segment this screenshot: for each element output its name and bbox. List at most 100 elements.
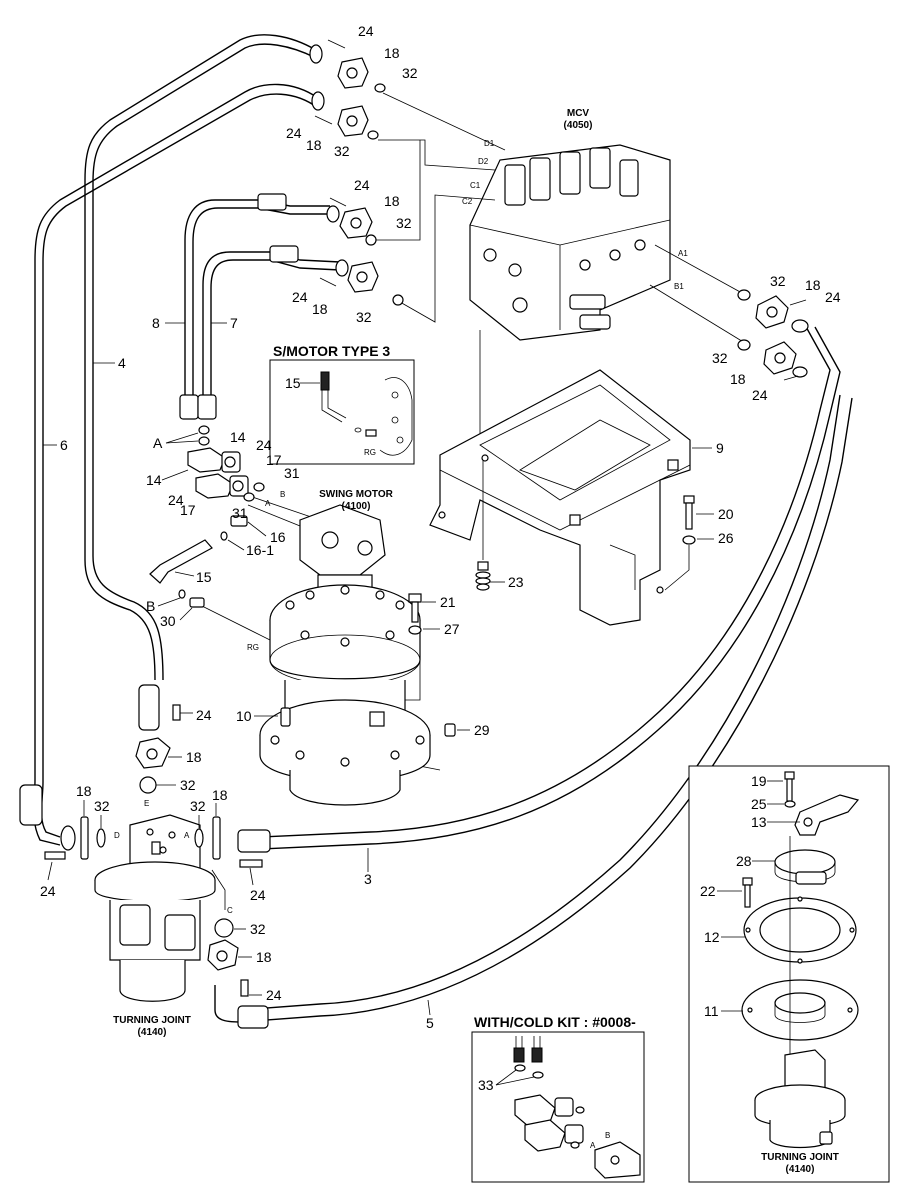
label-18-a: 18 [384, 45, 400, 61]
label-32-l: 32 [250, 921, 266, 937]
port-a1: A1 [678, 249, 688, 258]
flange-group-5: 32 18 24 [737, 273, 841, 333]
label-18-f: 18 [730, 371, 746, 387]
label-24-f: 24 [752, 387, 768, 403]
inset-smotor-type3: RG [269, 359, 415, 465]
label-13: 13 [751, 814, 767, 830]
label-10: 10 [236, 708, 252, 724]
label-32-d: 32 [356, 309, 372, 325]
inset-rg-label: RG [364, 448, 376, 457]
label-24-k: 24 [250, 887, 266, 903]
plug-29 [444, 723, 456, 737]
label-7: 7 [230, 315, 238, 331]
inset-cold-kit: B A [471, 1031, 645, 1183]
hose-7 [197, 245, 341, 420]
port-rg-motor: RG [247, 643, 259, 652]
label-23: 23 [508, 574, 524, 590]
hose-5 [214, 394, 853, 1029]
label-16: 16 [270, 529, 286, 545]
port-a-tj: A [184, 831, 190, 840]
label-27: 27 [444, 621, 460, 637]
flange-group-3: 24 18 32 [326, 177, 412, 246]
label-24-e: 24 [825, 289, 841, 305]
label-15-b: 15 [196, 569, 212, 585]
label-5: 5 [426, 1015, 434, 1031]
port-e: E [144, 799, 149, 808]
label-17-a: 17 [266, 452, 282, 468]
label-24-h: 24 [168, 492, 184, 508]
label-24-j: 24 [40, 883, 56, 899]
turning-joint-name: TURNING JOINT [113, 1015, 191, 1026]
swing-motor-fittings [149, 425, 265, 608]
port-b-coldkit: B [605, 1131, 610, 1140]
label-24-g: 24 [256, 437, 272, 453]
label-20: 20 [718, 506, 734, 522]
bolt-21 [408, 593, 422, 623]
label-30: 30 [160, 613, 176, 629]
mcv-name: MCV [567, 108, 590, 119]
label-28: 28 [736, 853, 752, 869]
label-18-i: 18 [186, 749, 202, 765]
tj-right-fittings [194, 816, 263, 868]
label-31-b: 31 [232, 505, 248, 521]
swing-motor-name: SWING MOTOR [319, 489, 393, 500]
label-32-i: 32 [180, 777, 196, 793]
label-16-1: 16-1 [246, 542, 274, 558]
label-18-e: 18 [805, 277, 821, 293]
port-d: D [114, 831, 120, 840]
washer-26 [682, 535, 696, 545]
hose-3 [237, 324, 841, 853]
label-18-l: 18 [256, 949, 272, 965]
washer-27 [408, 625, 422, 635]
label-3: 3 [364, 871, 372, 887]
label-25: 25 [751, 796, 767, 812]
label-21: 21 [440, 594, 456, 610]
label-6: 6 [60, 437, 68, 453]
label-15-a: 15 [285, 375, 301, 391]
port-b1: B1 [674, 282, 684, 291]
port-c: C [227, 906, 233, 915]
label-26: 26 [718, 530, 734, 546]
port-c1: C1 [470, 181, 481, 190]
flange-group-1: 24 18 32 [309, 23, 418, 93]
pin-10 [280, 707, 291, 727]
label-32-a: 32 [402, 65, 418, 81]
label-24-d: 24 [292, 289, 308, 305]
label-24-a: 24 [358, 23, 374, 39]
inset-coldkit-title: WITH/COLD KIT : #0008- [474, 1014, 636, 1030]
label-14-a: 14 [230, 429, 246, 445]
turning-joint [94, 814, 216, 1002]
label-11: 11 [704, 1003, 719, 1019]
label-32-j: 32 [94, 798, 110, 814]
port-c2: C2 [462, 197, 473, 206]
label-24-l: 24 [266, 987, 282, 1003]
flange-group-6: 32 18 24 [712, 339, 808, 403]
label-19: 19 [751, 773, 767, 789]
hose-4 [84, 34, 317, 731]
label-33: 33 [478, 1077, 494, 1093]
label-12: 12 [704, 929, 720, 945]
label-14-b: 14 [146, 472, 162, 488]
inset-smotor-title: S/MOTOR TYPE 3 [273, 343, 390, 359]
label-32-f: 32 [712, 350, 728, 366]
bolt-23 [475, 460, 491, 591]
label-32-c: 32 [396, 215, 412, 231]
flange-group-4: 24 18 32 [292, 259, 404, 325]
label-9: 9 [716, 440, 724, 456]
hose-6 [19, 83, 319, 846]
label-18-b: 18 [306, 137, 322, 153]
turning-joint-detail-name: TURNING JOINT [761, 1152, 839, 1163]
mcv-code: (4050) [564, 120, 593, 131]
turning-joint-code: (4140) [138, 1027, 167, 1038]
label-18-k: 18 [212, 787, 228, 803]
label-B: B [146, 598, 155, 614]
label-32-k: 32 [190, 798, 206, 814]
hose-8 [179, 193, 330, 420]
bolt-20 [683, 495, 695, 530]
label-4: 4 [118, 355, 126, 371]
port-d1: D1 [484, 139, 495, 148]
label-18-d: 18 [312, 301, 328, 317]
label-24-c: 24 [354, 177, 370, 193]
label-24-b: 24 [286, 125, 302, 141]
